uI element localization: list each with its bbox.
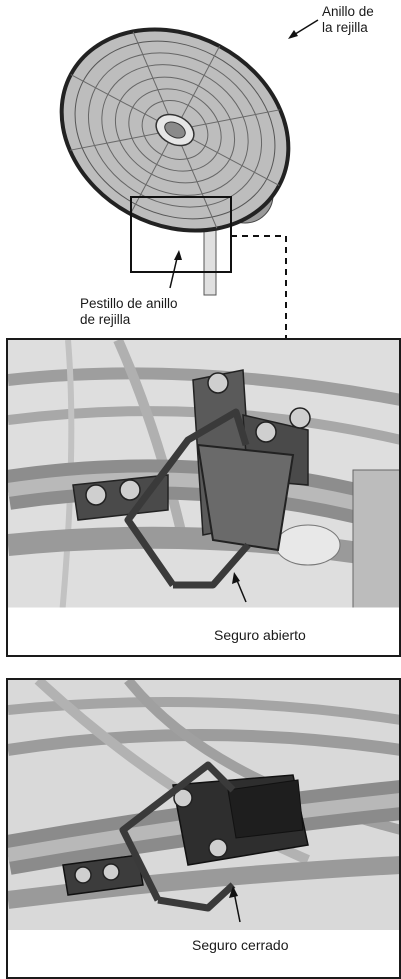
latch-closed-illustration xyxy=(8,680,399,977)
latch-closed-caption: Seguro cerrado xyxy=(192,937,289,953)
latch-closed-panel: Seguro cerrado xyxy=(6,678,401,979)
grille-ring-label: Anillo de la rejilla xyxy=(322,4,374,36)
grille-ring-label-line2: la rejilla xyxy=(322,20,368,35)
latch-open-panel: Seguro abierto xyxy=(6,338,401,657)
zoom-region-box xyxy=(130,196,232,273)
grille-ring-arrow xyxy=(291,19,319,37)
fan-overview-illustration xyxy=(59,19,319,338)
grille-ring-label-line1: Anillo de xyxy=(322,4,374,19)
grille-latch-label-line1: Pestillo de anillo xyxy=(80,296,178,311)
latch-open-illustration xyxy=(8,340,399,655)
zoom-leader-dashed xyxy=(231,235,287,338)
latch-open-caption: Seguro abierto xyxy=(214,627,306,643)
fan-grille xyxy=(59,27,291,233)
grille-latch-label-line2: de rejilla xyxy=(80,312,131,327)
grille-latch-label: Pestillo de anillo de rejilla xyxy=(80,296,178,328)
